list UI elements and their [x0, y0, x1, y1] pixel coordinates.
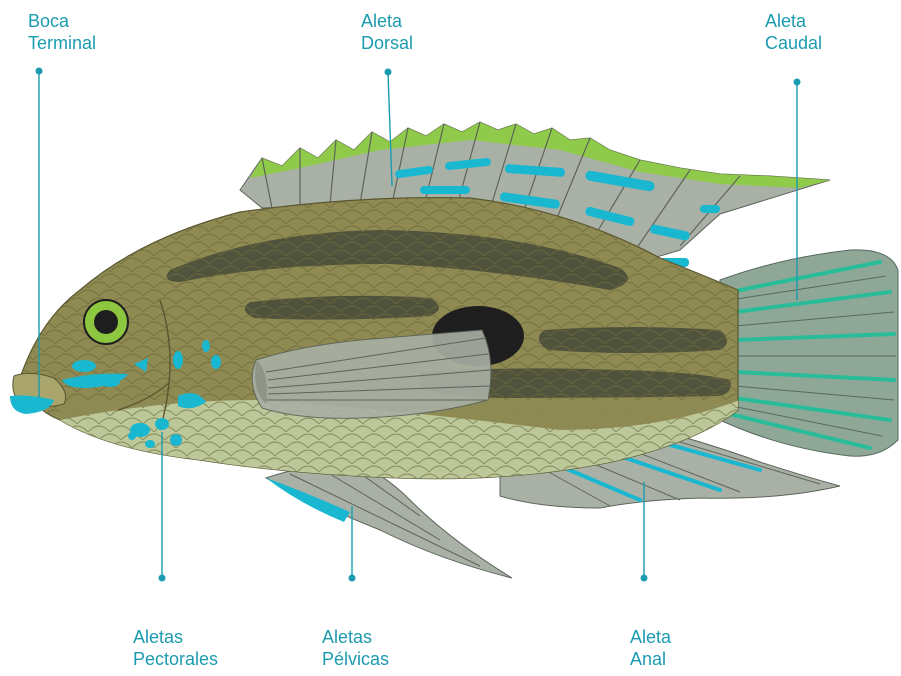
label-aleta-dorsal: Aleta Dorsal	[361, 11, 413, 53]
label-line: Aleta	[630, 627, 672, 647]
label-line: Pectorales	[133, 649, 218, 669]
label-line: Terminal	[28, 33, 96, 53]
label-line: Dorsal	[361, 33, 413, 53]
label-line: Aletas	[322, 627, 372, 647]
label-boca-terminal: Boca Terminal	[28, 11, 96, 53]
label-line: Caudal	[765, 33, 822, 53]
label-line: Aleta	[361, 11, 403, 31]
label-aletas-pectorales: Aletas Pectorales	[133, 627, 218, 669]
label-line: Anal	[630, 649, 666, 669]
label-line: Pélvicas	[322, 649, 389, 669]
eye	[84, 300, 128, 344]
label-line: Aleta	[765, 11, 807, 31]
label-aletas-pelvicas: Aletas Pélvicas	[322, 627, 389, 669]
label-aleta-caudal: Aleta Caudal	[765, 11, 822, 53]
caudal-fin	[720, 250, 898, 456]
pelvic-fin	[266, 462, 512, 578]
label-line: Boca	[28, 11, 70, 31]
label-line: Aletas	[133, 627, 183, 647]
label-aleta-anal: Aleta Anal	[630, 627, 676, 669]
